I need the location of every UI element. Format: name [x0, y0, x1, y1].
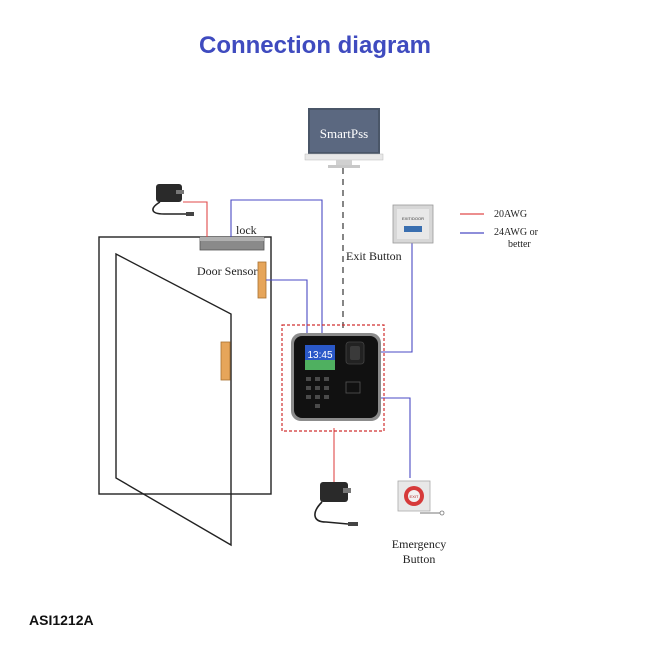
keypad-key — [324, 377, 329, 381]
exit-plate-text: EXIT/DOOR — [402, 216, 424, 221]
door-frame — [98, 236, 272, 495]
monitor-screen-glare — [310, 110, 378, 152]
keypad-key — [324, 386, 329, 390]
adapter-cable — [314, 501, 349, 525]
keypad-key — [315, 386, 320, 390]
magnetic-lock-highlight — [200, 237, 264, 241]
lock-power-wire — [183, 201, 208, 237]
emergency-button-wire — [380, 397, 411, 478]
controller-screen-band — [305, 360, 335, 370]
exit-button-wire — [380, 243, 413, 353]
controller-screen-time: 13:45 — [307, 350, 332, 361]
legend-label-24awg: 24AWG or — [494, 227, 539, 238]
adapter-cable — [152, 201, 186, 215]
door-assembly — [98, 236, 272, 547]
signal-wires — [230, 199, 413, 478]
keypad-key — [315, 395, 320, 399]
power-wires — [183, 201, 335, 483]
fingerprint-sensor — [350, 346, 360, 360]
monitor-bezel-bottom — [304, 153, 384, 161]
diagram-title: Connection diagram — [199, 32, 431, 59]
access-controller[interactable]: 13:45 — [291, 333, 381, 421]
computer-label: SmartPss — [320, 126, 368, 141]
lock-signal-wire — [230, 199, 323, 340]
emergency-button-label-line1: Emergency — [392, 537, 446, 551]
legend-label-20awg: 20AWG — [494, 209, 527, 220]
model-number: ASI1212A — [29, 612, 94, 628]
exit-plate-inner — [397, 209, 429, 239]
door-strike-plate — [220, 341, 231, 381]
door-sensor-block — [257, 261, 267, 299]
exit-button-device[interactable]: EXIT/DOOR — [392, 204, 434, 244]
keypad-key — [306, 395, 311, 399]
adapter-body — [320, 482, 348, 502]
legend: 20AWG 24AWG or better — [460, 209, 539, 250]
exit-plate-label — [404, 226, 422, 232]
emergency-key-ring — [439, 510, 445, 516]
adapter-prong — [176, 190, 184, 194]
monitor-base — [328, 165, 360, 168]
emergency-button-inner — [408, 490, 420, 502]
door-panel — [115, 252, 232, 547]
emergency-button-device[interactable]: EXIT — [397, 480, 445, 516]
power-adapter-icon — [152, 184, 194, 216]
monitor-stand — [336, 160, 352, 165]
emergency-button-label-line2: Button — [403, 552, 436, 566]
keypad-key — [324, 395, 329, 399]
exit-button-label: Exit Button — [346, 249, 402, 263]
keypad-key — [315, 404, 320, 408]
door-sensor-label: Door Sensor — [197, 264, 257, 278]
lock-label: lock — [236, 223, 257, 237]
keypad-key — [315, 377, 320, 381]
adapter-prong — [343, 488, 351, 493]
adapter-plug — [348, 522, 358, 526]
device-dashed-box — [281, 324, 385, 432]
emergency-plate-text: EXIT — [410, 494, 419, 499]
adapter-body — [156, 184, 182, 202]
computer-monitor: SmartPss — [304, 108, 384, 168]
keypad-key — [306, 386, 311, 390]
adapter-plug — [186, 212, 194, 216]
keypad — [306, 377, 329, 408]
legend-label-better: better — [508, 239, 531, 250]
power-adapter-icon — [314, 482, 358, 526]
door-sensor-wire — [266, 279, 308, 340]
keypad-key — [306, 377, 311, 381]
card-reader-area — [345, 381, 361, 394]
